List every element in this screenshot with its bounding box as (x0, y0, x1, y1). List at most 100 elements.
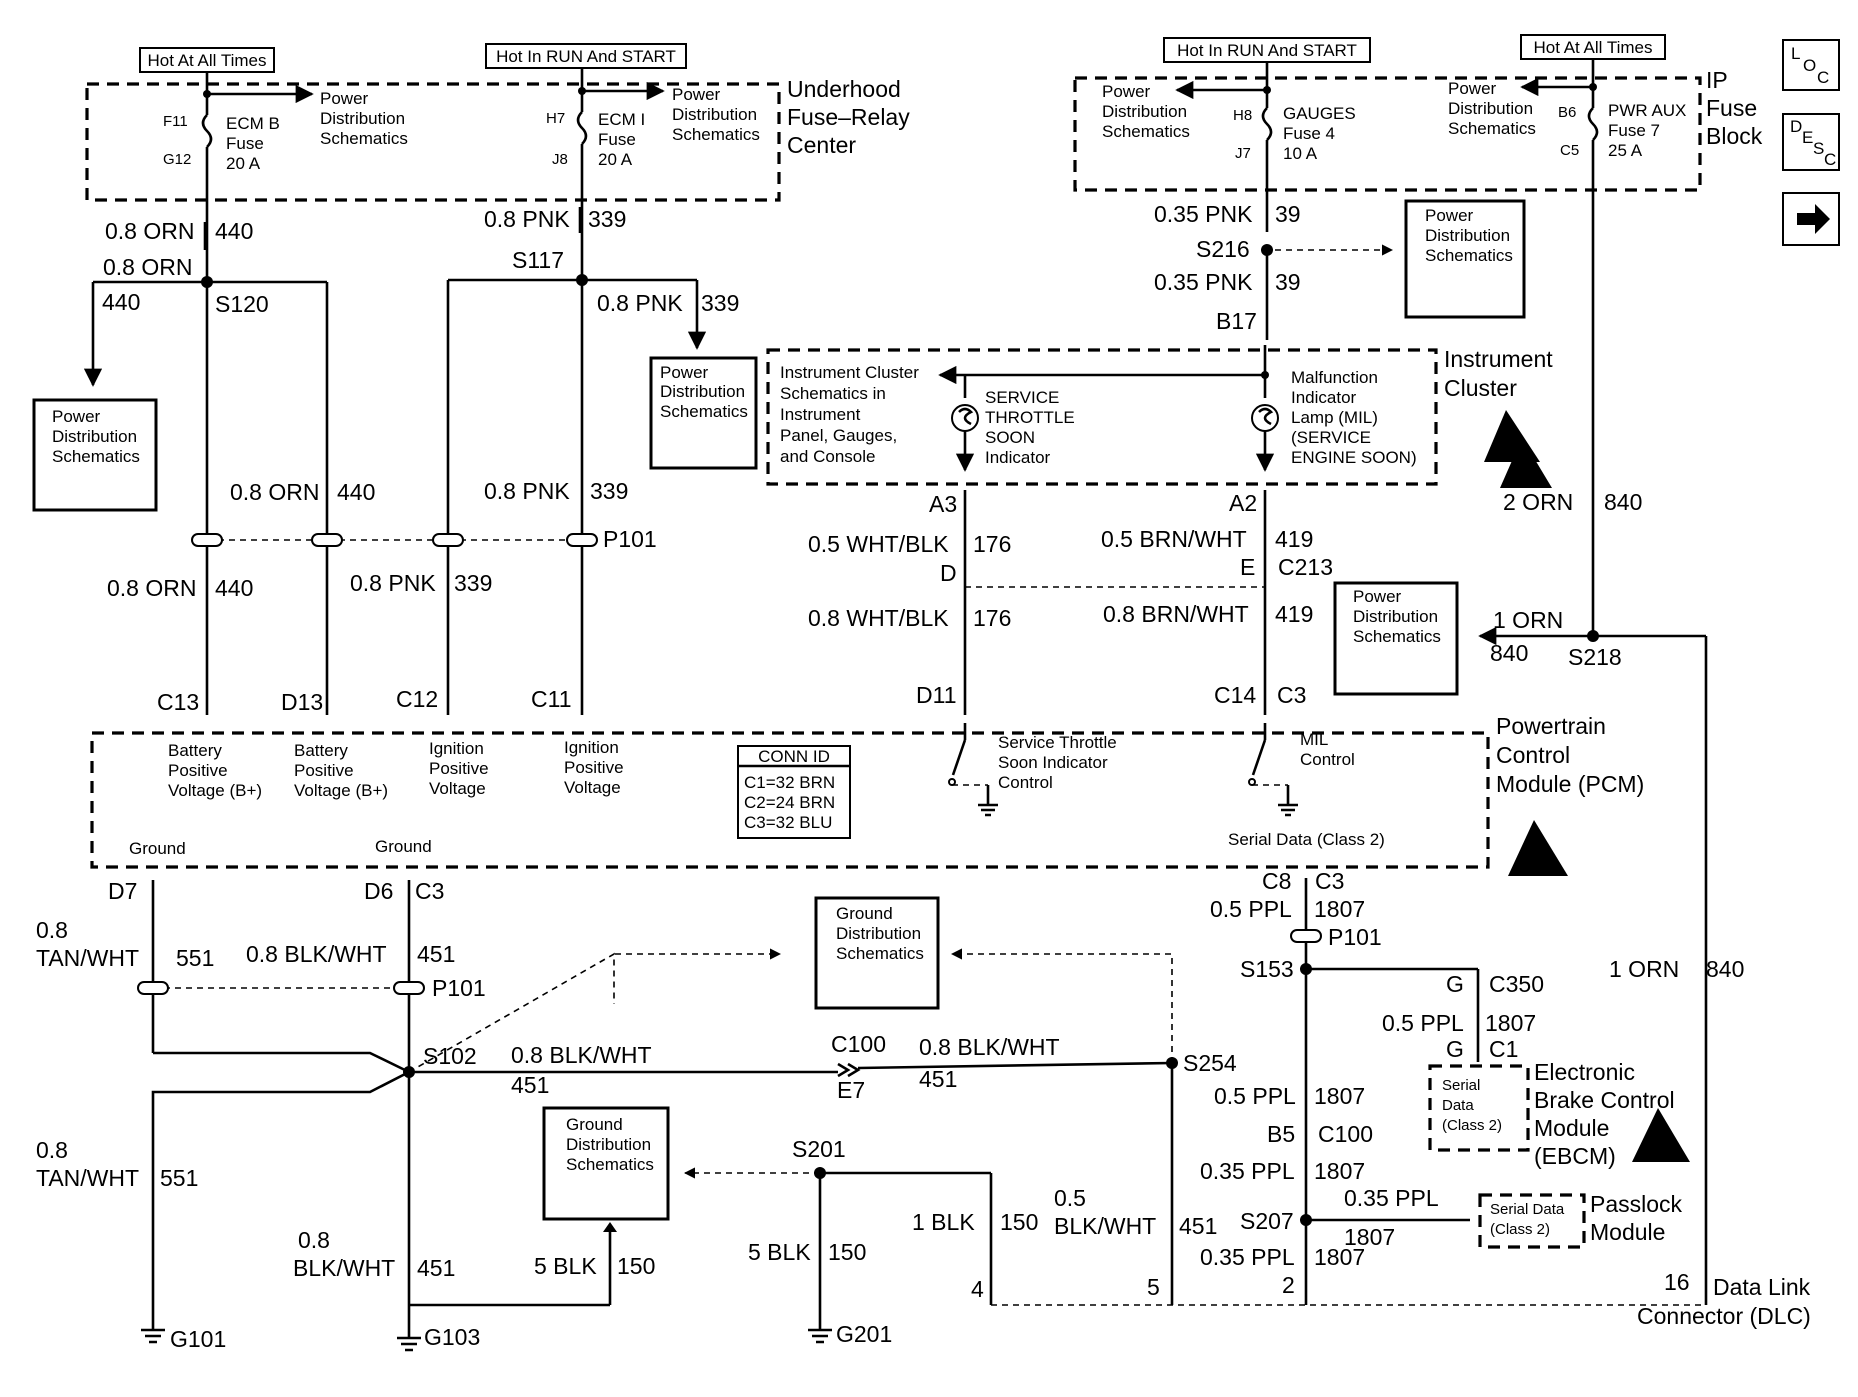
svg-text:Electronic: Electronic (1534, 1059, 1635, 1085)
svg-text:Positive: Positive (429, 759, 489, 778)
svg-text:C350: C350 (1489, 971, 1544, 997)
svg-text:451: 451 (511, 1072, 549, 1098)
svg-text:0.5 PPL: 0.5 PPL (1214, 1083, 1296, 1109)
supply-hot-run-start-right: Hot In RUN And START (1163, 37, 1371, 63)
svg-text:39: 39 (1275, 201, 1301, 227)
svg-text:Schematics: Schematics (1425, 246, 1513, 265)
splice-s120-label: S120 (215, 291, 269, 317)
underhood-title-1: Underhood (787, 76, 901, 102)
svg-text:Power: Power (1102, 82, 1151, 101)
svg-text:Module (PCM): Module (PCM) (1496, 771, 1644, 797)
svg-text:0.35 PPL: 0.35 PPL (1344, 1185, 1439, 1211)
svg-text:Ignition: Ignition (429, 739, 484, 758)
svg-text:0.8 BLK/WHT: 0.8 BLK/WHT (511, 1042, 652, 1068)
next-page-arrow-icon[interactable] (1782, 192, 1840, 246)
svg-text:F11: F11 (163, 113, 188, 130)
pds-box-s117[interactable] (649, 356, 758, 470)
svg-text:10 A: 10 A (1283, 144, 1318, 163)
svg-text:419: 419 (1275, 526, 1313, 552)
svg-text:E7: E7 (837, 1077, 865, 1103)
ebcm-module: Serial Data (Class 2) Electronic Brake C… (1428, 1059, 1690, 1169)
svg-text:O: O (1803, 56, 1816, 75)
svg-text:Power: Power (52, 407, 101, 426)
loc-icon[interactable]: L O C (1782, 39, 1840, 91)
svg-text:C213: C213 (1278, 554, 1333, 580)
svg-text:Instrument: Instrument (780, 405, 861, 424)
svg-text:D7: D7 (108, 878, 137, 904)
svg-text:840: 840 (1490, 640, 1528, 666)
svg-text:G: G (1446, 971, 1464, 997)
svg-text:1807: 1807 (1314, 896, 1365, 922)
svg-text:C: C (1824, 150, 1836, 169)
svg-text:Positive: Positive (564, 758, 624, 777)
svg-text:B17: B17 (1216, 308, 1257, 334)
svg-text:0.8: 0.8 (298, 1227, 330, 1253)
svg-text:0.5 BRN/WHT: 0.5 BRN/WHT (1101, 526, 1247, 552)
svg-text:451: 451 (417, 941, 455, 967)
svg-text:D: D (1790, 117, 1802, 136)
svg-text:SERVICE: SERVICE (985, 388, 1059, 407)
svg-text:C100: C100 (831, 1031, 886, 1057)
svg-text:5 BLK: 5 BLK (748, 1239, 811, 1265)
svg-text:P101: P101 (603, 526, 657, 552)
svg-text:B5: B5 (1267, 1121, 1295, 1147)
svg-text:BLK/WHT: BLK/WHT (1054, 1213, 1156, 1239)
svg-text:ECM B: ECM B (226, 114, 280, 133)
svg-text:C3: C3 (1315, 868, 1344, 894)
gds-box-lower[interactable] (542, 1106, 670, 1221)
desc-icon[interactable]: D E S C (1782, 113, 1840, 171)
svg-text:S218: S218 (1568, 644, 1622, 670)
svg-text:Instrument: Instrument (1444, 346, 1553, 372)
svg-text:A2: A2 (1229, 490, 1257, 516)
svg-text:Ignition: Ignition (564, 738, 619, 757)
dlc-connector: 4 5 2 16 Data Link Connector (DLC) (971, 1269, 1811, 1329)
svg-text:4: 4 (971, 1276, 984, 1302)
pds-box-s216[interactable] (1404, 199, 1526, 319)
svg-text:451: 451 (417, 1255, 455, 1281)
svg-text:5: 5 (1147, 1274, 1160, 1300)
svg-text:C8: C8 (1262, 868, 1291, 894)
svg-text:0.5 WHT/BLK: 0.5 WHT/BLK (808, 531, 949, 557)
svg-text:Voltage (B+): Voltage (B+) (294, 781, 388, 800)
svg-text:0.35 PNK: 0.35 PNK (1154, 269, 1253, 295)
p101-connector-upper: P101 (191, 526, 657, 552)
svg-text:S117: S117 (512, 247, 564, 273)
supply-hot-run-start-left: Hot In RUN And START (485, 43, 687, 69)
svg-text:551: 551 (160, 1165, 198, 1191)
svg-text:Schematics: Schematics (1448, 119, 1536, 138)
pds-box-s218[interactable] (1333, 581, 1459, 696)
svg-text:840: 840 (1706, 956, 1744, 982)
svg-text:Distribution: Distribution (1102, 102, 1187, 121)
svg-text:TAN/WHT: TAN/WHT (36, 945, 139, 971)
svg-text:S216: S216 (1196, 236, 1250, 262)
svg-text:5 BLK: 5 BLK (534, 1253, 597, 1279)
svg-text:Instrument Cluster: Instrument Cluster (780, 363, 919, 382)
svg-text:G103: G103 (424, 1324, 480, 1350)
gds-box-upper[interactable] (814, 896, 940, 1010)
svg-text:P101: P101 (432, 975, 486, 1001)
svg-text:G: G (1446, 1036, 1464, 1062)
svg-text:440: 440 (215, 575, 253, 601)
svg-text:0.8 ORN: 0.8 ORN (230, 479, 319, 505)
svg-text:D: D (940, 560, 957, 586)
svg-text:(EBCM): (EBCM) (1534, 1143, 1616, 1169)
svg-text:551: 551 (176, 945, 214, 971)
svg-text:G101: G101 (170, 1326, 226, 1352)
svg-text:0.5 PPL: 0.5 PPL (1382, 1010, 1464, 1036)
svg-text:Control: Control (1300, 750, 1355, 769)
svg-text:Distribution: Distribution (1353, 607, 1438, 626)
pds-box-left[interactable] (32, 398, 158, 512)
svg-text:C3=32 BLU: C3=32 BLU (744, 813, 832, 832)
svg-text:Schematics: Schematics (320, 129, 408, 148)
svg-text:Ground: Ground (836, 904, 893, 923)
svg-text:840: 840 (1604, 489, 1642, 515)
svg-text:Hot At All Times: Hot At All Times (147, 51, 266, 70)
svg-text:Battery: Battery (168, 741, 222, 760)
svg-text:Powertrain: Powertrain (1496, 713, 1606, 739)
svg-text:Fuse 4: Fuse 4 (1283, 124, 1335, 143)
svg-text:CONN ID: CONN ID (758, 747, 830, 766)
svg-text:C1: C1 (1489, 1036, 1518, 1062)
svg-text:Ground: Ground (566, 1115, 623, 1134)
svg-text:Schematics: Schematics (1353, 627, 1441, 646)
svg-text:16: 16 (1664, 1269, 1690, 1295)
